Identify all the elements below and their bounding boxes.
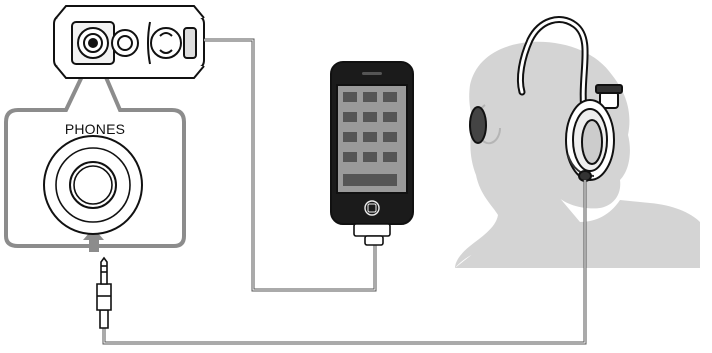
dock-connector	[353, 223, 391, 246]
callout-frame	[4, 67, 186, 248]
phones-jack-enlarged	[43, 135, 143, 235]
smartphone	[330, 61, 414, 225]
amplifier-device	[53, 5, 205, 79]
phones-jack-label: PHONES	[64, 121, 126, 137]
headphones	[469, 16, 623, 182]
stereo-mini-plug	[96, 256, 112, 329]
